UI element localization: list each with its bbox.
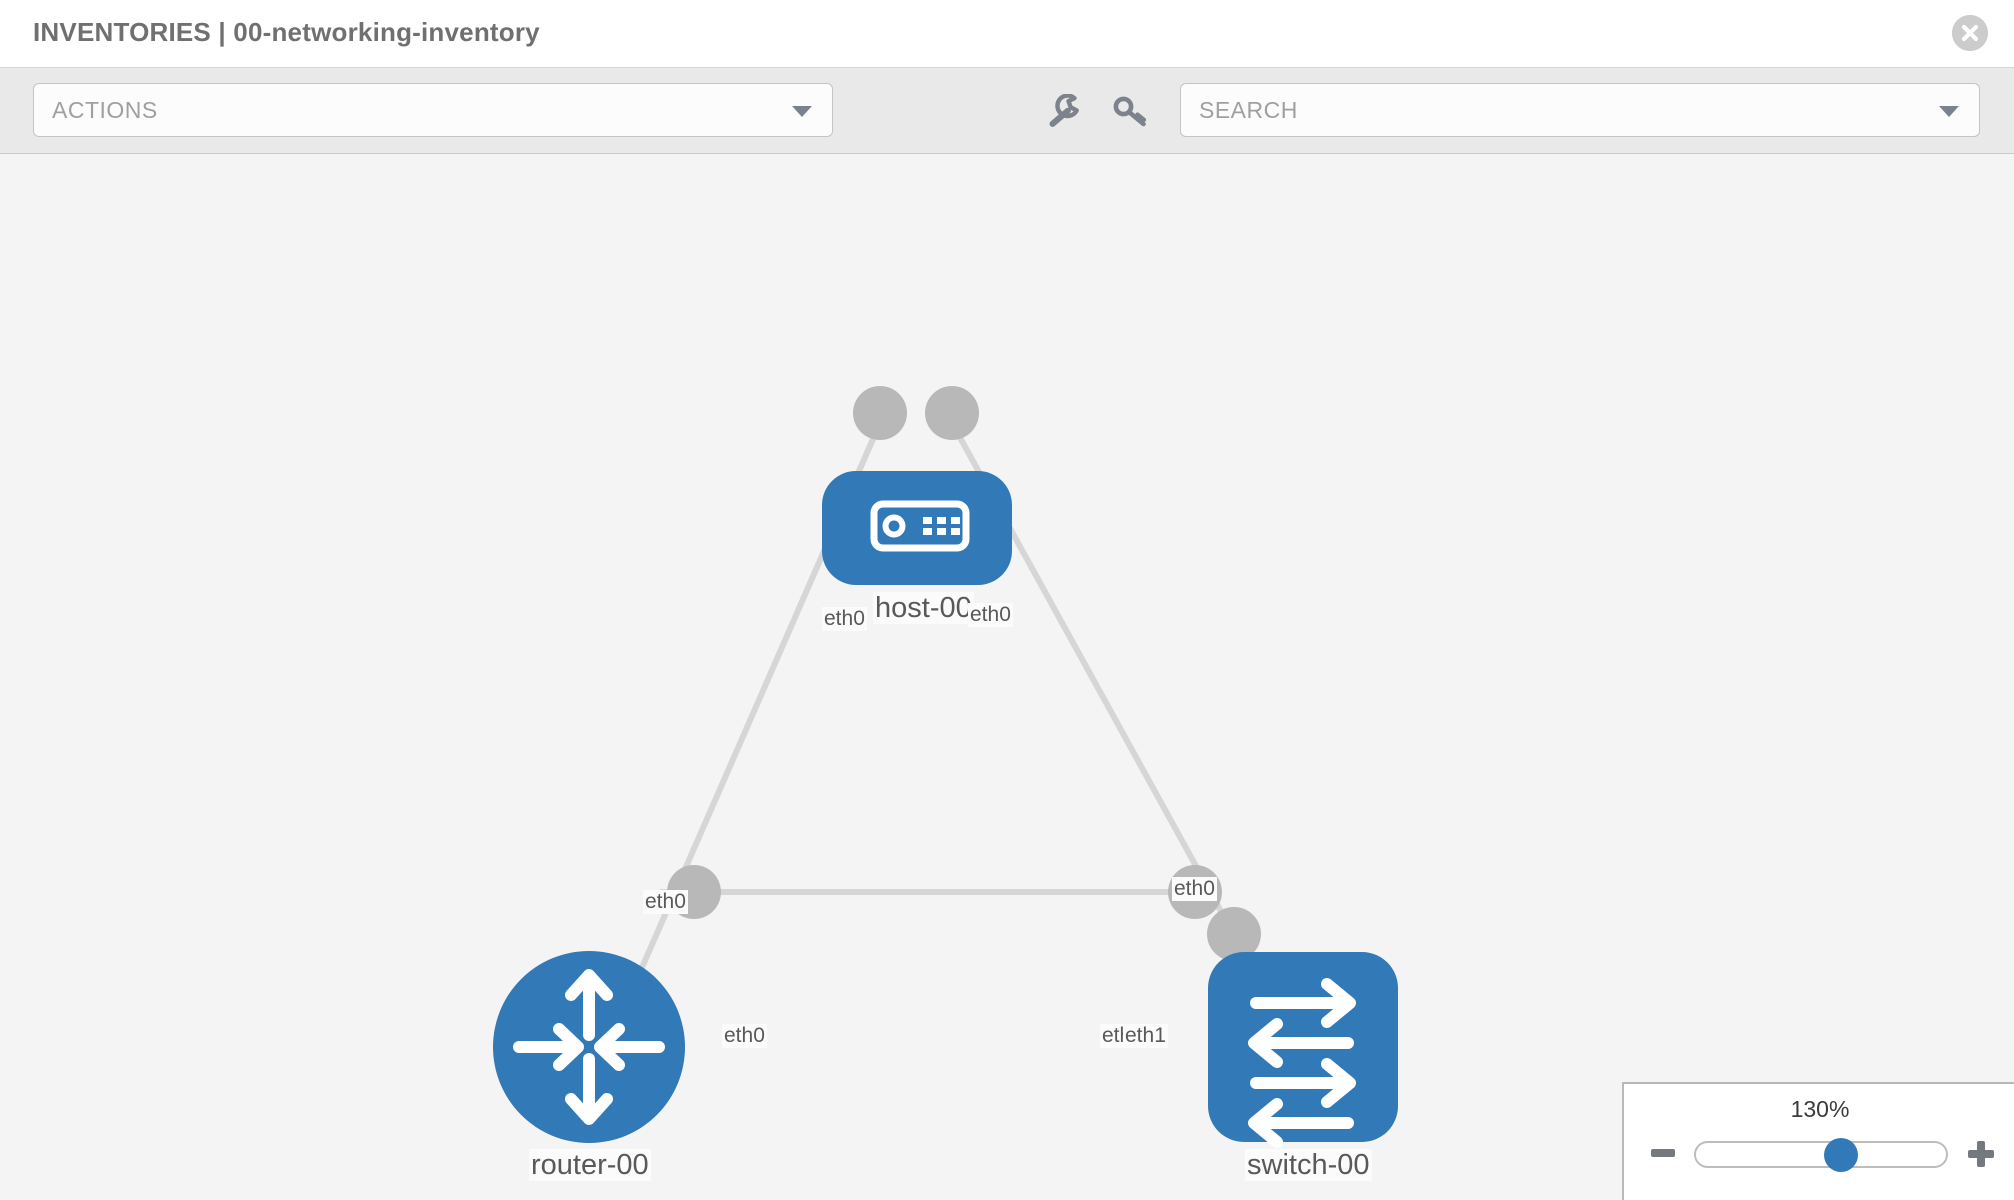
page-title: INVENTORIES | 00-networking-inventory bbox=[33, 17, 540, 47]
interface-dot bbox=[1207, 907, 1261, 961]
interface-label-router00-eth0-up: eth0 bbox=[643, 890, 688, 915]
zoom-slider-thumb[interactable] bbox=[1824, 1137, 1858, 1172]
server-icon bbox=[870, 500, 970, 552]
actions-dropdown[interactable]: ACTIONS bbox=[33, 83, 833, 137]
interface-label-switch00-eth1: eth1 bbox=[1123, 1024, 1168, 1049]
router-arrows-icon bbox=[513, 969, 665, 1125]
minus-icon[interactable] bbox=[1651, 1149, 1675, 1157]
interface-label-host00-eth0-left: eth0 bbox=[822, 607, 867, 632]
window-header: INVENTORIES | 00-networking-inventory bbox=[0, 0, 2014, 68]
node-label-host-00: host-00 bbox=[873, 592, 974, 625]
interface-label-host00-eth0-right: eth0 bbox=[968, 603, 1013, 628]
switch-arrows-icon bbox=[1248, 978, 1356, 1148]
search-input[interactable]: SEARCH bbox=[1180, 83, 1980, 137]
interface-dot bbox=[853, 386, 907, 440]
zoom-slider-row bbox=[1624, 1136, 2014, 1176]
node-host-00 bbox=[822, 471, 1012, 585]
toolbar: ACTIONS SEARCH bbox=[0, 68, 2014, 154]
actions-dropdown-label: ACTIONS bbox=[52, 97, 158, 123]
plus-icon[interactable] bbox=[1968, 1141, 1994, 1167]
zoom-level-label: 130% bbox=[1790, 1096, 1850, 1122]
chevron-down-icon bbox=[792, 106, 812, 117]
wrench-icon[interactable] bbox=[1043, 93, 1083, 130]
node-switch-00 bbox=[1208, 952, 1398, 1148]
close-icon[interactable] bbox=[1952, 15, 1988, 51]
chevron-down-icon[interactable] bbox=[1939, 106, 1959, 117]
topology-graph bbox=[493, 386, 1398, 1148]
topology-canvas[interactable]: host-00 eth0 eth0 router-00 eth0 eth0 sw… bbox=[0, 155, 2014, 1200]
search-placeholder: SEARCH bbox=[1199, 97, 1298, 123]
key-icon[interactable] bbox=[1111, 94, 1151, 130]
node-label-switch-00: switch-00 bbox=[1245, 1149, 1372, 1182]
zoom-control-panel: 130% bbox=[1622, 1082, 2014, 1200]
interface-label-switch00-eth0-up: eth0 bbox=[1172, 877, 1217, 902]
node-router-00 bbox=[493, 951, 685, 1143]
zoom-slider[interactable] bbox=[1694, 1137, 1948, 1172]
interface-dot bbox=[925, 386, 979, 440]
interface-label-router00-eth0-right: eth0 bbox=[722, 1024, 767, 1049]
node-label-router-00: router-00 bbox=[529, 1149, 651, 1182]
